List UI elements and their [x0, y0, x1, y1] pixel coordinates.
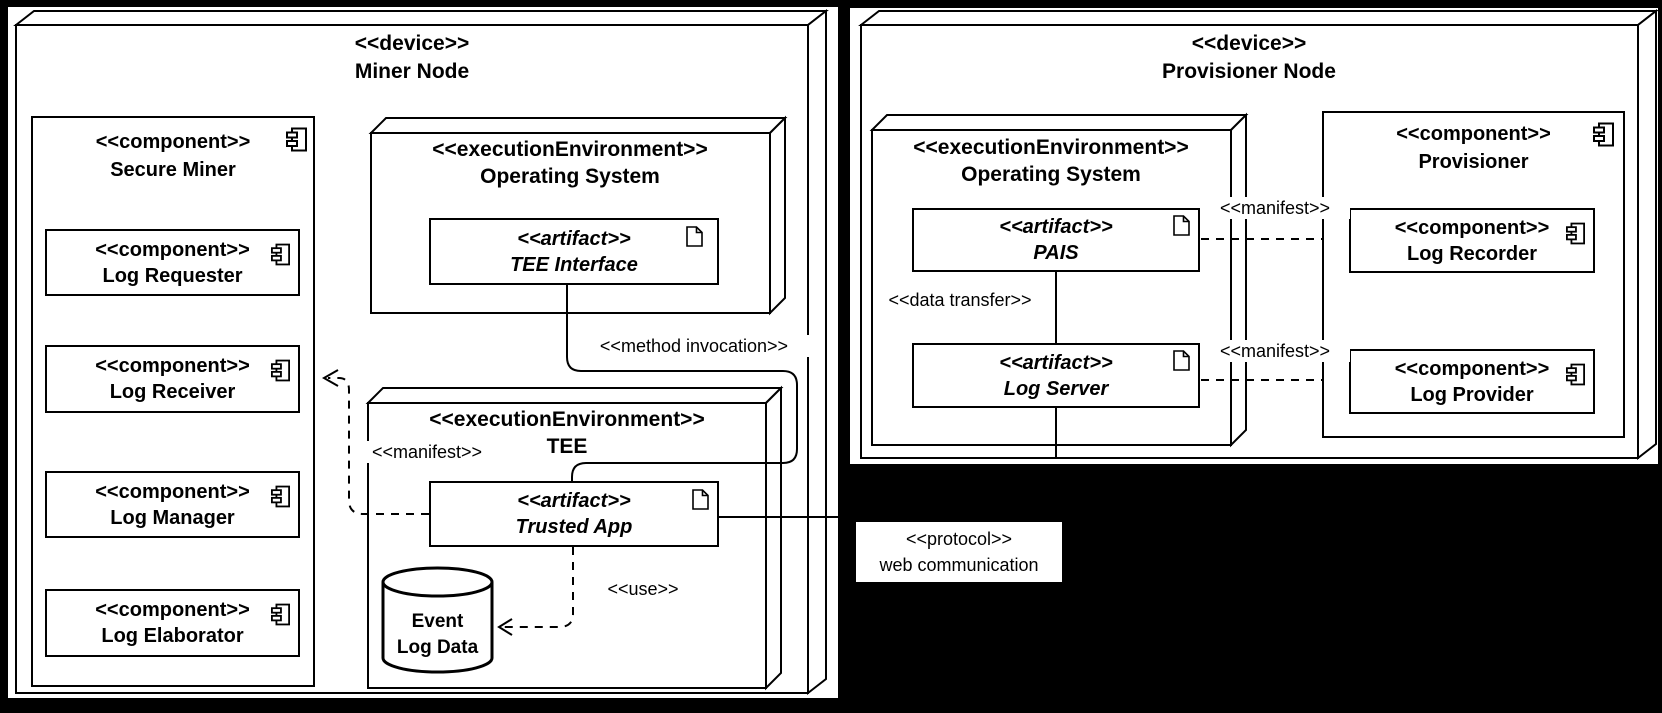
component-icon [271, 603, 290, 626]
connector-method-invocation [566, 285, 798, 481]
protocol-stereotype: <<protocol>> [905, 529, 1013, 549]
tee-interface-artifact: <<artifact>> TEE Interface [429, 218, 719, 285]
tee-interface-name: TEE Interface [510, 253, 638, 276]
log-recorder-name: Log Recorder [1406, 242, 1538, 265]
log-manager-stereotype: <<component>> [95, 480, 250, 503]
log-requester-name: Log Requester [102, 264, 243, 287]
tee-env-name: TEE [546, 435, 588, 458]
os-env-miner-title: <<executionEnvironment>> Operating Syste… [390, 136, 750, 190]
os-env-miner-stereotype: <<executionEnvironment>> [432, 138, 708, 161]
log-receiver-name: Log Receiver [109, 381, 236, 403]
log-manager-name: Log Manager [110, 506, 235, 529]
log-elaborator-name: Log Elaborator [101, 625, 244, 647]
secure-miner-name: Secure Miner [110, 159, 236, 181]
provisioner-device-stereotype: <<device>> [1191, 32, 1307, 55]
log-elaborator-stereotype: <<component>> [95, 599, 250, 621]
protocol-name: web communication [879, 555, 1039, 575]
pais-name: PAIS [1033, 242, 1079, 264]
provisioner-name: Provisioner [1418, 151, 1529, 173]
manifest-label-upper: <<manifest>> [1200, 197, 1350, 219]
trusted-app-name: Trusted App [515, 516, 633, 538]
log-receiver-stereotype: <<component>> [95, 355, 250, 377]
file-icon [1173, 215, 1190, 236]
file-icon [1173, 350, 1190, 371]
file-icon [692, 489, 709, 510]
manifest-label-miner: <<manifest>> [352, 441, 502, 463]
pais-stereotype: <<artifact>> [999, 216, 1113, 238]
os-env-provisioner-stereotype: <<executionEnvironment>> [913, 136, 1189, 159]
method-invocation-label: <<method invocation>> [574, 335, 814, 357]
miner-device-stereotype: <<device>> [354, 32, 470, 55]
provisioner-node-title: <<device>> Provisioner Node [1049, 30, 1449, 86]
os-env-miner-name: Operating System [480, 165, 660, 188]
tee-env-title: <<executionEnvironment>> TEE [387, 406, 747, 460]
file-icon [686, 226, 703, 247]
connector-manifest-miner [321, 369, 429, 515]
event-log-db-label-line1: Event [411, 611, 464, 632]
data-transfer-label: <<data transfer>> [888, 290, 1032, 310]
log-requester-stereotype: <<component>> [95, 238, 250, 261]
log-provider-stereotype: <<component>> [1394, 357, 1550, 380]
component-icon [271, 485, 290, 508]
log-elaborator-component: <<component>> Log Elaborator [45, 589, 300, 657]
log-recorder-stereotype: <<component>> [1394, 216, 1550, 239]
log-server-stereotype: <<artifact>> [999, 351, 1113, 374]
miner-node-title: <<device>> Miner Node [212, 30, 612, 86]
os-env-provisioner-name: Operating System [961, 163, 1141, 186]
log-manager-component: <<component>> Log Manager [45, 471, 300, 538]
component-icon [286, 127, 307, 152]
provisioner-stereotype: <<component>> [1396, 123, 1551, 145]
log-provider-component: <<component>> Log Provider [1349, 349, 1595, 414]
log-server-artifact: <<artifact>> Log Server [912, 343, 1200, 408]
event-log-db-shape [381, 566, 494, 674]
component-icon [1566, 363, 1585, 386]
log-recorder-component: <<component>> Log Recorder [1349, 208, 1595, 273]
pais-artifact: <<artifact>> PAIS [912, 208, 1200, 272]
log-provider-name: Log Provider [1410, 383, 1534, 406]
use-label: <<use>> [607, 579, 679, 599]
event-log-db-label-line2: Log Data [396, 637, 479, 658]
component-icon [1566, 222, 1585, 245]
trusted-app-stereotype: <<artifact>> [517, 490, 631, 512]
miner-device-name: Miner Node [354, 60, 470, 83]
component-icon [271, 359, 290, 382]
secure-miner-stereotype: <<component>> [95, 131, 251, 153]
log-requester-component: <<component>> Log Requester [45, 229, 300, 296]
log-receiver-component: <<component>> Log Receiver [45, 345, 300, 413]
component-icon [271, 243, 290, 266]
trusted-app-artifact: <<artifact>> Trusted App [429, 481, 719, 547]
protocol-label: <<protocol>> web communication [856, 522, 1062, 582]
os-env-provisioner-title: <<executionEnvironment>> Operating Syste… [871, 134, 1231, 188]
tee-interface-stereotype: <<artifact>> [517, 227, 631, 250]
manifest-label-lower: <<manifest>> [1200, 340, 1350, 362]
tee-env-stereotype: <<executionEnvironment>> [429, 408, 705, 431]
component-icon [1593, 122, 1614, 147]
provisioner-device-name: Provisioner Node [1162, 60, 1336, 83]
connector-use [497, 547, 574, 636]
log-server-name: Log Server [1003, 377, 1109, 400]
